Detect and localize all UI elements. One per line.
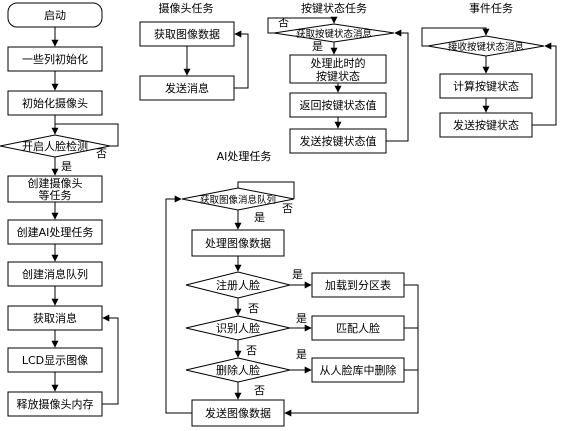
start-label: 启动	[44, 9, 66, 22]
ai-task-title: AI处理任务	[217, 150, 272, 163]
ai-match-label: 匹配人脸	[336, 321, 380, 335]
init-camera-label: 初始化摄像头	[22, 96, 88, 110]
camera-send-msg-box	[139, 75, 235, 101]
event-calc-box	[439, 73, 533, 99]
key-return-label: 返回按键状态值	[300, 98, 377, 112]
ai-loop-back	[165, 195, 192, 414]
main-flow: 启动 一些列初始化 初始化摄像头 开启人脸检测 否 是 创建摄像头 等任务 创建…	[0, 2, 119, 417]
face-detect-no-label: 否	[96, 147, 107, 160]
face-detect-yes-label: 是	[61, 160, 72, 173]
arrow-event-loop	[532, 42, 557, 126]
key-process-label-1: 处理此时的	[311, 56, 366, 70]
create-queue-box	[7, 261, 103, 287]
get-msg-box	[7, 305, 103, 331]
key-task-title: 按键状态任务	[301, 1, 367, 15]
event-send-box	[439, 112, 533, 138]
key-process-label-2: 按键状态	[316, 69, 360, 83]
key-send-label: 发送按键状态值	[300, 134, 377, 148]
event-receive-no-loop	[421, 27, 490, 47]
release-mem-label: 释放摄像头内存	[17, 397, 94, 411]
camera-task: 摄像头任务 获取图像数据 发送消息	[139, 1, 249, 101]
face-detect-label: 开启人脸检测	[22, 139, 88, 153]
ai-task: AI处理任务 获取图像消息队列 否 是 处理图像数据 注册人脸 是 加载到分区表…	[165, 150, 419, 427]
ai-recognize-no-label: 否	[246, 344, 257, 357]
key-get-msg-label: 获取按键状态消息	[296, 28, 372, 40]
event-calc-label: 计算按键状态	[453, 79, 519, 93]
lcd-show-label: LCD显示图像	[22, 354, 88, 367]
init-series-box	[7, 46, 103, 72]
ai-delete-no-label: 否	[254, 384, 265, 397]
create-ai-label: 创建AI处理任务	[17, 225, 94, 239]
ai-get-queue-no-loop	[237, 181, 295, 199]
key-task: 按键状态任务 获取按键状态消息 否 是 处理此时的 按键状态 返回按键状态值 发…	[267, 1, 409, 154]
ai-register-yes-label: 是	[292, 268, 303, 281]
key-process-box	[289, 54, 387, 84]
camera-get-image-box	[139, 21, 235, 47]
ai-load-partition-box	[311, 272, 405, 298]
ai-register-no-label: 否	[248, 302, 259, 315]
event-send-label: 发送按键状态	[453, 118, 519, 132]
create-camera-box	[7, 175, 103, 203]
ai-load-partition-label: 加载到分区表	[325, 278, 391, 292]
create-camera-label-2: 等任务	[39, 188, 72, 202]
ai-get-queue-label: 获取图像消息队列	[200, 194, 276, 206]
ai-recognize-yes-label: 是	[296, 312, 307, 325]
ai-get-queue-no-label: 否	[282, 202, 293, 215]
get-msg-label: 获取消息	[33, 311, 77, 325]
event-task: 事件任务 接收按键状态消息 计算按键状态 发送按键状态	[421, 2, 557, 138]
ai-process-label: 处理图像数据	[205, 236, 271, 250]
ai-delete-yes-label: 是	[296, 348, 307, 361]
face-detect-no-loop	[55, 123, 119, 147]
camera-task-title: 摄像头任务	[159, 1, 214, 15]
key-return-box	[289, 92, 387, 118]
ai-delete-db-label: 从人脸库中删除	[320, 363, 397, 377]
key-get-msg-no-label: 否	[278, 16, 289, 29]
ai-merge-line	[284, 284, 419, 417]
event-task-title: 事件任务	[469, 2, 513, 15]
init-series-label: 一些列初始化	[22, 52, 88, 66]
ai-send-box	[191, 399, 285, 427]
create-camera-label-1: 创建摄像头	[28, 176, 83, 190]
ai-recognize-label: 识别人脸	[216, 321, 260, 335]
key-send-box	[289, 128, 387, 154]
ai-send-label: 发送图像数据	[205, 406, 271, 420]
ai-register-label: 注册人脸	[216, 278, 260, 292]
event-receive-label: 接收按键状态消息	[448, 41, 524, 53]
arrow-release-loop-to-get	[102, 314, 119, 405]
arrow-key-loop	[386, 29, 409, 142]
ai-delete-label: 删除人脸	[216, 363, 260, 377]
ai-get-queue-yes-label: 是	[254, 211, 265, 224]
camera-get-image-label: 获取图像数据	[154, 27, 220, 41]
create-queue-label: 创建消息队列	[22, 267, 88, 281]
arrow-camera-loop	[234, 30, 249, 89]
camera-send-msg-label: 发送消息	[165, 81, 209, 95]
ai-match-box	[311, 315, 405, 341]
key-get-msg-yes-label: 是	[312, 40, 323, 53]
key-get-msg-no-loop	[267, 16, 338, 34]
